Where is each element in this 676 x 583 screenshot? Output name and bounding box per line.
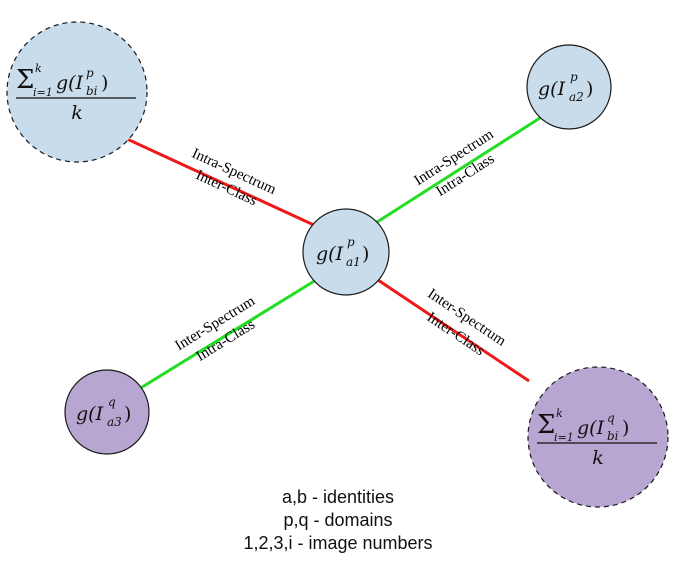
node-superscript: p <box>86 66 94 80</box>
legend: a,b - identities p,q - domains 1,2,3,i -… <box>0 486 676 555</box>
edge-bottom-left <box>138 278 317 391</box>
node-superscript: q <box>607 411 615 425</box>
node-denominator: k <box>592 447 604 469</box>
node-close-paren: ) <box>124 403 131 425</box>
edge-label-top-right: Intra-Spectrum Intra-Class <box>412 126 498 200</box>
sum-symbol: Σ <box>16 65 34 95</box>
node-superscript: q <box>108 395 116 409</box>
sum-lower-limit: i=1 <box>554 431 574 444</box>
node-subscript: a3 <box>107 415 122 429</box>
node-superscript: p <box>570 70 578 84</box>
sum-symbol: Σ <box>537 410 555 440</box>
node-function: g(I <box>56 72 84 94</box>
sum-upper-limit: k <box>35 62 42 75</box>
edge-label-top-left: Intra-Spectrum Inter-Class <box>189 146 278 210</box>
node-close-paren: ) <box>586 78 593 100</box>
edge-top-right <box>373 116 541 226</box>
node-mean-q: Σ k i=1 g(I q bi ) k <box>527 366 669 508</box>
legend-line: p,q - domains <box>283 510 393 530</box>
node-function: g(I <box>538 78 566 100</box>
node-subscript: bi <box>86 84 98 98</box>
legend-line: a,b - identities <box>281 487 395 507</box>
node-superscript: p <box>347 235 355 249</box>
edge-bottom-right <box>374 276 530 383</box>
node-function: g(I <box>316 243 344 265</box>
node-a1-p: g(I p a1 ) <box>302 208 390 296</box>
node-subscript: bi <box>607 429 619 443</box>
node-denominator: k <box>71 102 83 124</box>
sum-lower-limit: i=1 <box>33 86 53 99</box>
node-a2-p: g(I p a2 ) <box>526 44 612 130</box>
node-subscript: a2 <box>569 90 584 104</box>
edge-top-left <box>126 137 317 228</box>
node-close-paren: ) <box>362 243 369 265</box>
edge-label-bottom-right: Inter-Spectrum Inter-Class <box>424 286 509 359</box>
node-subscript: a1 <box>346 255 361 269</box>
legend-line: 1,2,3,i - image numbers <box>243 533 433 553</box>
sum-upper-limit: k <box>556 407 563 420</box>
node-close-paren: ) <box>101 72 108 94</box>
node-a3-q: g(I q a3 ) <box>64 369 150 455</box>
node-mean-p: Σ k i=1 g(I p bi ) k <box>6 21 148 163</box>
node-function: g(I <box>76 403 104 425</box>
node-close-paren: ) <box>622 417 629 439</box>
node-function: g(I <box>577 417 605 439</box>
